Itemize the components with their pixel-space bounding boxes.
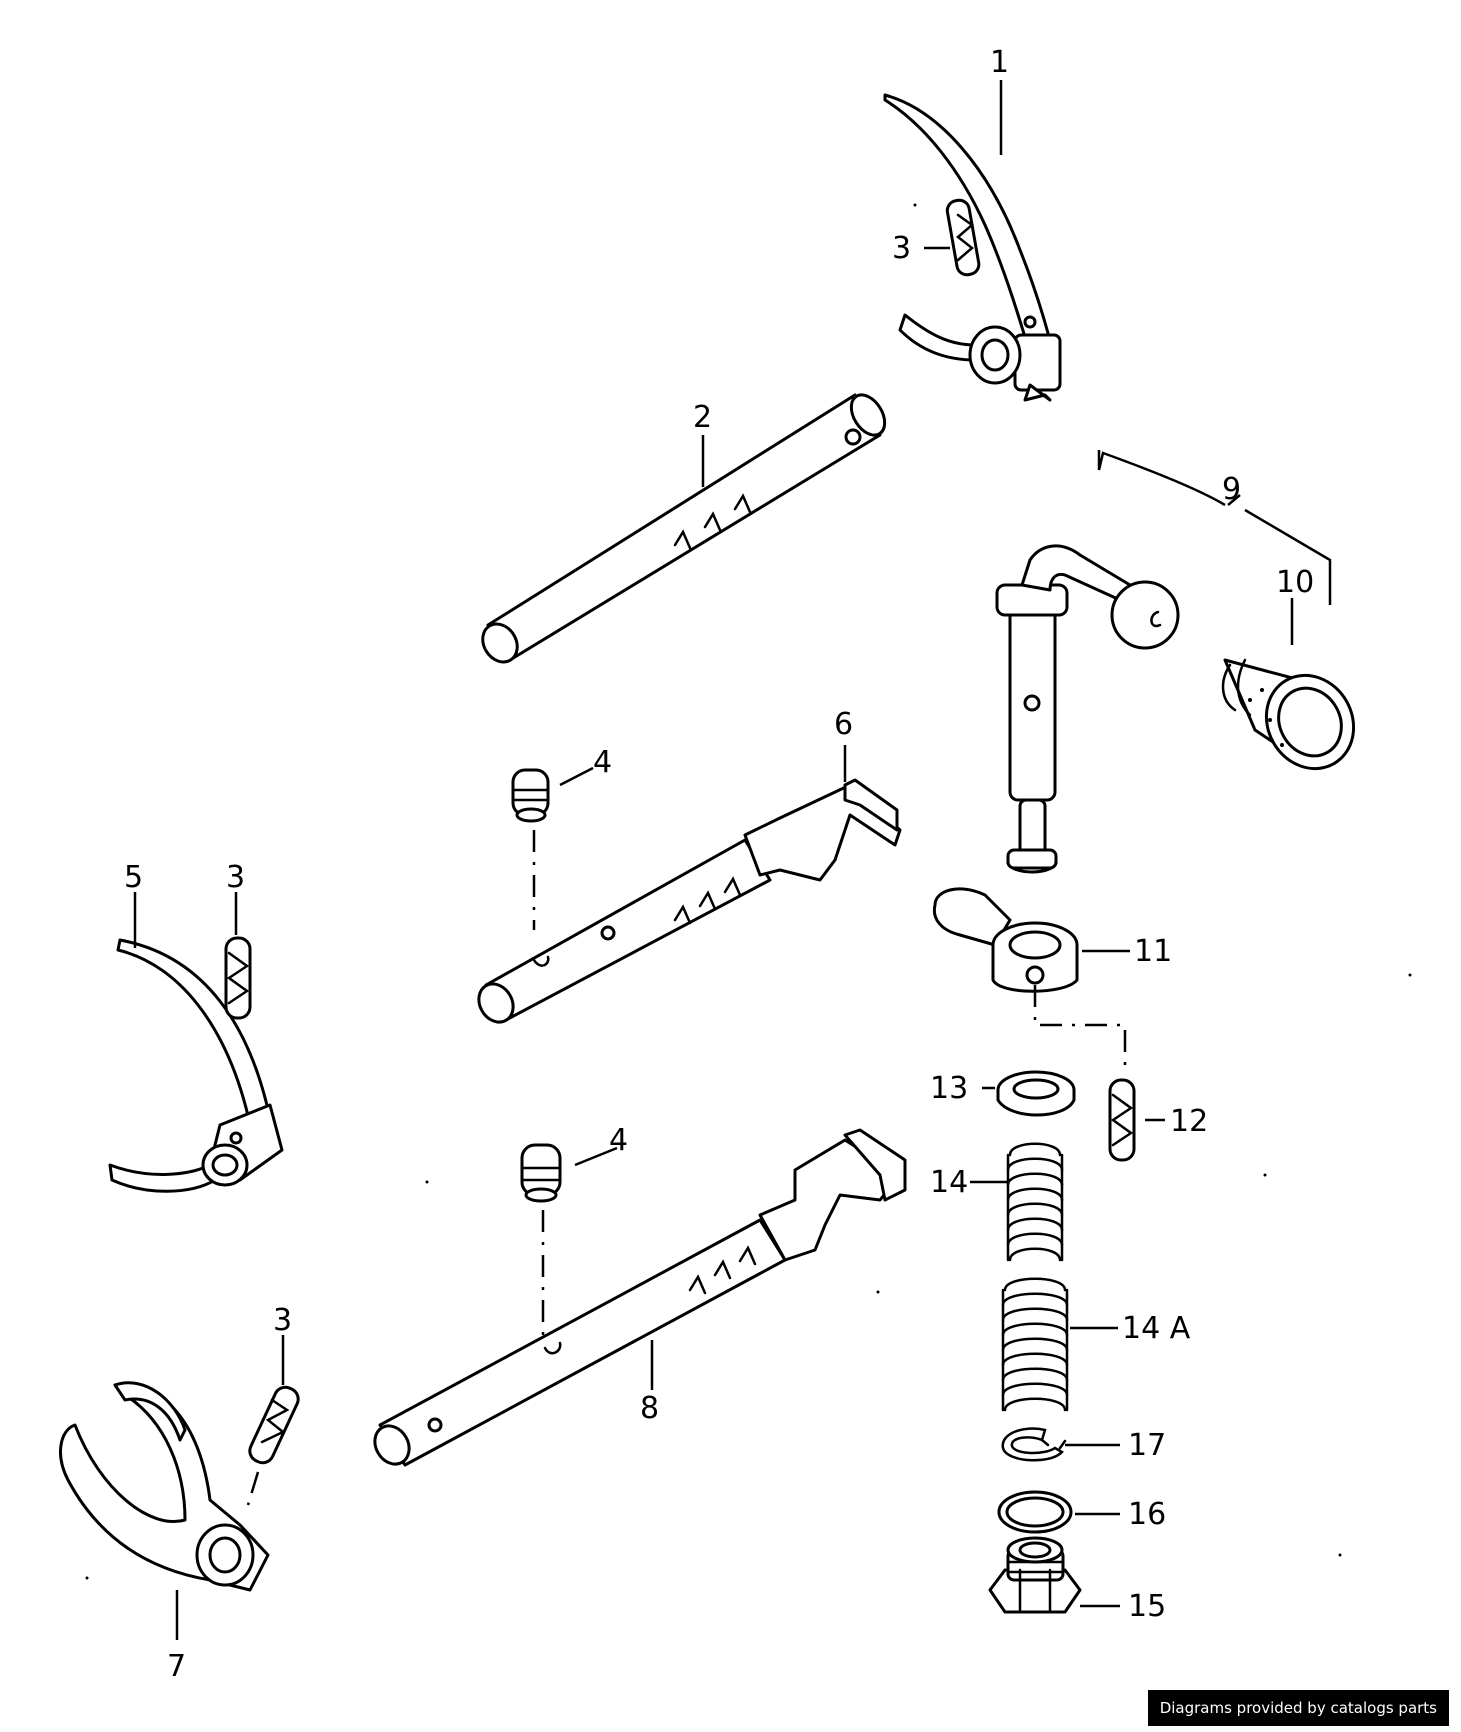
callout-4-upper: 4 (593, 745, 612, 780)
part-12-roll-pin (1108, 1078, 1136, 1162)
part-6-shift-rod (477, 778, 902, 1024)
callout-16: 16 (1128, 1497, 1166, 1532)
part-5-shift-fork (108, 938, 284, 1193)
part-9-selector-shaft (995, 544, 1180, 874)
part-3-roll-pin-left (224, 936, 252, 1020)
dash-line-11-12 (1033, 985, 1127, 1070)
callout-14: 14 (930, 1165, 968, 1200)
part-11-lever (932, 887, 1079, 993)
callout-1: 1 (990, 45, 1009, 80)
part-15-plug-screw (988, 1536, 1082, 1614)
dash-line-3-bottom (246, 1471, 260, 1506)
callout-2: 2 (693, 400, 712, 435)
callout-8: 8 (640, 1391, 659, 1426)
part-16-seal-ring (997, 1490, 1073, 1534)
callout-4-lower: 4 (609, 1123, 628, 1158)
part-10-plug (1221, 658, 1356, 771)
speck-dots (85, 203, 1412, 1580)
part-14a-spring (1001, 1277, 1069, 1412)
callout-5: 5 (124, 860, 143, 895)
callout-10: 10 (1276, 565, 1314, 600)
part-14-spring (1006, 1142, 1064, 1262)
part-4-detent-lower (520, 1143, 562, 1203)
callout-9: 9 (1222, 472, 1241, 507)
part-8-shift-rod (373, 1128, 907, 1467)
callout-13: 13 (930, 1071, 968, 1106)
part-2-shift-rod (481, 393, 887, 664)
leader-lines (133, 80, 1294, 1640)
callout-labels: 1 3 2 9 10 6 4 5 3 11 13 12 4 14 14 A 3 … (124, 45, 1314, 1684)
part-4-detent-upper (511, 768, 550, 823)
part-17-circlip (1001, 1427, 1067, 1462)
part-7-shift-fork (59, 1381, 270, 1592)
callout-12: 12 (1170, 1104, 1208, 1139)
bracket-9 (1097, 450, 1332, 605)
callout-3-left: 3 (226, 860, 245, 895)
callout-3-top: 3 (892, 231, 911, 266)
callout-6: 6 (834, 707, 853, 742)
credit-label: Diagrams provided by catalogs parts (1147, 1690, 1449, 1726)
callout-7: 7 (167, 1649, 186, 1684)
callout-14a: 14 A (1122, 1311, 1191, 1346)
part-3-roll-pin-bottom (248, 1385, 300, 1465)
part-3-roll-pin-top (945, 198, 981, 277)
callout-15: 15 (1128, 1589, 1166, 1624)
part-1-shift-fork (883, 93, 1062, 402)
callout-11: 11 (1134, 934, 1172, 969)
part-13-washer (996, 1070, 1076, 1117)
callout-17: 17 (1128, 1428, 1166, 1463)
callout-3-bottom: 3 (273, 1303, 292, 1338)
